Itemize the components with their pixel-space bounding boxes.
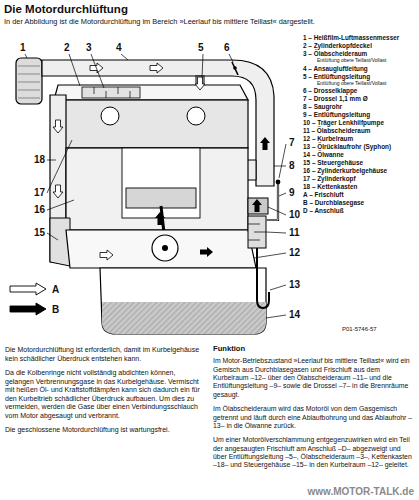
section-heading: Funktion bbox=[213, 344, 415, 353]
text-column: Die Motordurchlüftung ist erforderlich, … bbox=[5, 346, 205, 441]
watermark-box: www.MOTOR-TALK.de bbox=[308, 486, 414, 497]
parts-list-item: 15 – Steuergehäuse bbox=[303, 159, 417, 167]
callout-number: 1 bbox=[20, 43, 26, 53]
legend-item: A bbox=[8, 282, 59, 296]
figure-code: P01-5746-57 bbox=[342, 326, 377, 332]
body-text: Um einer Motorölverschlammung entgegenzu… bbox=[213, 436, 415, 470]
flow-arrow-sample bbox=[8, 302, 48, 316]
parts-list-item: D – Anschluß bbox=[303, 207, 417, 215]
callout-number: 13 bbox=[289, 280, 300, 290]
intro-text: In der Abbildung ist die Motordurchlüftu… bbox=[4, 18, 414, 27]
parts-list-item: 17 – Zylinderkopf bbox=[303, 175, 417, 183]
parts-list-item: 13 – Ölrücklaufrohr (Syphon) bbox=[303, 143, 417, 151]
text-column: Funktion Im Motor-Betriebszustand »Leerla… bbox=[213, 344, 415, 476]
callout-number: 15 bbox=[34, 228, 45, 238]
parts-list-item: 10 – Träger Lenkhilfpumpe bbox=[303, 119, 417, 127]
body-text: Im Ölabscheideraum wird das Motoröl von … bbox=[213, 405, 415, 430]
callout-number: 5 bbox=[198, 43, 204, 53]
intro-box: In der Abbildung ist die Motordurchlüftu… bbox=[4, 18, 414, 27]
flow-arrow-sample bbox=[8, 282, 48, 296]
callout-number: 6 bbox=[224, 43, 230, 53]
legend-label: A bbox=[52, 284, 59, 295]
callout-number: 14 bbox=[289, 310, 300, 320]
parts-list-item: 3 – Ölabscheideraum bbox=[303, 50, 417, 58]
callout-number: 16 bbox=[34, 205, 45, 215]
body-text: Die geschlossene Motordurchlüftung ist w… bbox=[5, 426, 205, 435]
parts-list-item: 8 – Saugrohr bbox=[303, 103, 417, 111]
callout-number: 8 bbox=[289, 161, 295, 171]
figure-code-box: P01-5746-57 bbox=[342, 326, 377, 332]
title-box: Die Motordurchlüftung bbox=[4, 3, 128, 15]
parts-list-item: 7 – Drossel 1,1 mm Ø bbox=[303, 95, 417, 103]
callout-number: 3 bbox=[86, 43, 92, 53]
callout-number: 12 bbox=[289, 248, 300, 258]
callout-number: 2 bbox=[64, 43, 70, 53]
callout-number: 11 bbox=[289, 228, 300, 238]
callout-number: 10 bbox=[289, 210, 300, 220]
parts-list-item: 16 – Zylinderkurbelgehäuse bbox=[303, 167, 417, 175]
list-note: Entlüftung obere Teillast/Vollast bbox=[303, 81, 417, 87]
legend-label: B bbox=[52, 304, 59, 315]
callout-number: 7 bbox=[289, 138, 295, 148]
callout-number: 4 bbox=[116, 43, 122, 53]
body-text: Die Motordurchlüftung ist erforderlich, … bbox=[5, 346, 205, 363]
callout-number: 18 bbox=[34, 155, 45, 165]
parts-list-item: 14 – Ölwanne bbox=[303, 151, 417, 159]
callout-number: 17 bbox=[34, 188, 45, 198]
parts-list-item: 5 – Entlüftungsleitung bbox=[303, 73, 417, 81]
body-text: Im Motor-Betriebszustand »Leerlauf bis m… bbox=[213, 357, 415, 399]
parts-list: 1 – Heißfilm-Luftmassenmesser2 – Zylinde… bbox=[303, 34, 417, 215]
list-note: Entlüftung obere Teillast/Vollast bbox=[303, 58, 417, 64]
title: Die Motordurchlüftung bbox=[4, 3, 128, 15]
legend: AB bbox=[8, 282, 59, 322]
parts-list-item: 18 – Kettenkasten bbox=[303, 183, 417, 191]
parts-list-item: 2 – Zylinderkopfdeckel bbox=[303, 42, 417, 50]
parts-list-item: A – Frischluft bbox=[303, 191, 417, 199]
parts-list-item: 12 – Kurbelraum bbox=[303, 135, 417, 143]
parts-list-item: 9 – Entlüftungsleitung bbox=[303, 111, 417, 119]
parts-list-item: B – Durchblasegase bbox=[303, 199, 417, 207]
parts-list-item: 1 – Heißfilm-Luftmassenmesser bbox=[303, 34, 417, 42]
legend-item: B bbox=[8, 302, 59, 316]
watermark: www.MOTOR-TALK.de bbox=[308, 486, 414, 497]
parts-list-item: 11 – Ölabscheideraum bbox=[303, 127, 417, 135]
callout-number: 9 bbox=[289, 188, 295, 198]
parts-list-item: 6 – Drosselklappe bbox=[303, 87, 417, 95]
body-text: Da die Kolbenringe nicht vollständig abd… bbox=[5, 369, 205, 420]
parts-list-item: 4 – Ansaugluftleitung bbox=[303, 65, 417, 73]
